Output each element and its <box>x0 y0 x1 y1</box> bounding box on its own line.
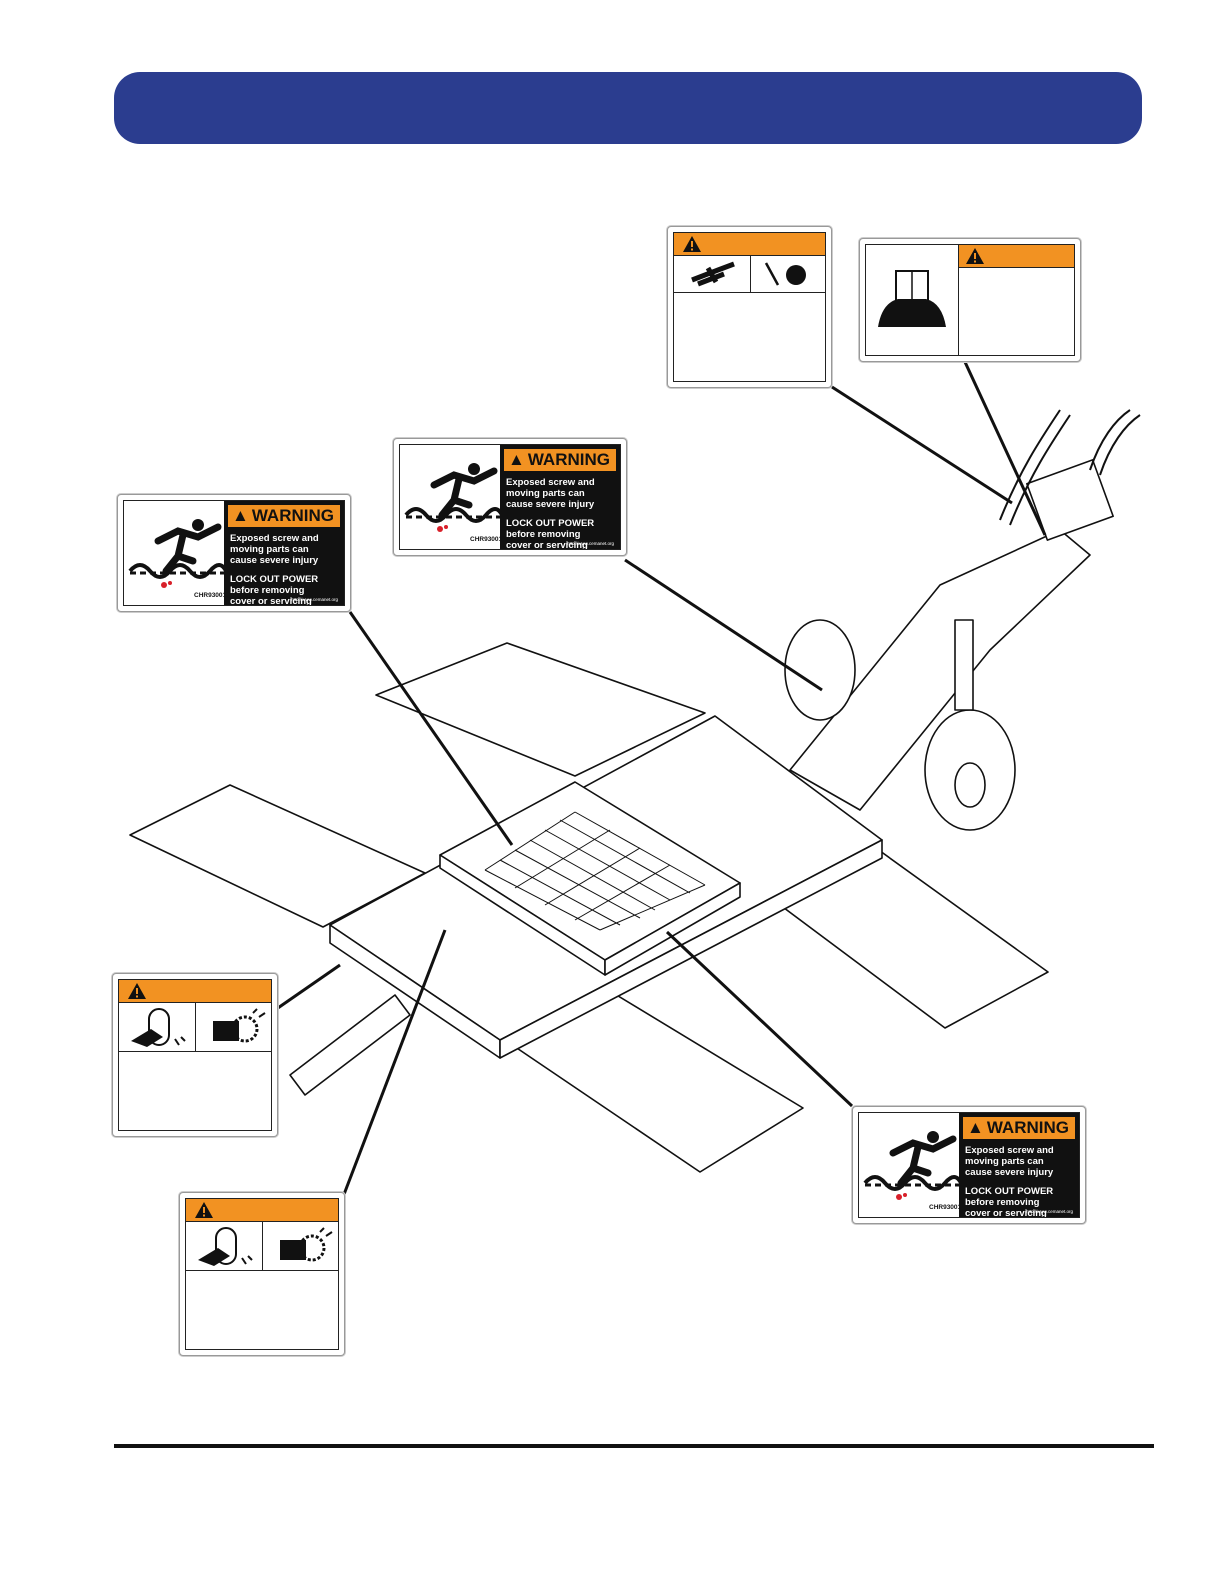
warning-triangle-icon <box>195 1202 213 1218</box>
warning-triangle-icon <box>128 983 146 999</box>
signal-word-header: ▲ WARNING <box>504 449 616 471</box>
belt-entanglement-icon <box>131 1008 186 1047</box>
footer-rule <box>114 1444 1154 1448</box>
protective-gear-icon <box>764 262 806 286</box>
decal-url: http://www.cemanet.org <box>566 541 614 546</box>
signal-word-header: ▲ WARNING <box>963 1117 1075 1139</box>
ramp-upper-left <box>375 642 706 777</box>
decal-url: http://www.cemanet.org <box>290 597 338 602</box>
warning-triangle-icon <box>966 248 984 264</box>
signal-word-header: ▲ WARNING <box>228 505 340 527</box>
chain-entanglement-icon <box>280 1227 333 1262</box>
part-number: CHR930011 <box>929 1204 965 1211</box>
decal-entanglement-bottom <box>179 1192 345 1356</box>
read-manual-icon <box>878 270 946 327</box>
hitch-tongue <box>289 994 411 1096</box>
falling-person-auger-icon <box>128 519 228 588</box>
signal-word-bar <box>186 1199 338 1222</box>
falling-person-auger-icon <box>863 1131 963 1200</box>
warning-triangle-icon: ▲ <box>232 506 249 525</box>
part-number: CHR930011 <box>470 536 506 543</box>
part-number: CHR930011 <box>194 592 230 599</box>
decal-high-pressure-fluid <box>667 226 832 388</box>
warning-triangle-icon: ▲ <box>508 450 525 469</box>
high-pressure-fluid-icon <box>691 261 735 287</box>
wheel-rear <box>784 619 856 721</box>
signal-word-bar <box>959 245 1074 268</box>
auger-tube <box>789 529 1091 811</box>
decal-url: http://www.cemanet.org <box>1025 1209 1073 1214</box>
jack <box>954 619 974 711</box>
signal-word-bar <box>674 233 825 256</box>
falling-person-auger-icon <box>404 463 504 532</box>
belt-entanglement-icon <box>198 1227 253 1266</box>
warning-triangle-icon: ▲ <box>967 1118 984 1137</box>
chain-entanglement-icon <box>213 1008 266 1043</box>
decal-entanglement-left <box>112 973 278 1137</box>
hopper-grate <box>484 811 706 931</box>
leader-lines <box>274 361 1047 1198</box>
motor <box>1026 459 1114 541</box>
signal-word-bar <box>119 980 271 1003</box>
section-header-banner <box>114 72 1142 144</box>
decal-read-manual <box>859 238 1081 362</box>
warning-triangle-icon <box>683 236 701 252</box>
